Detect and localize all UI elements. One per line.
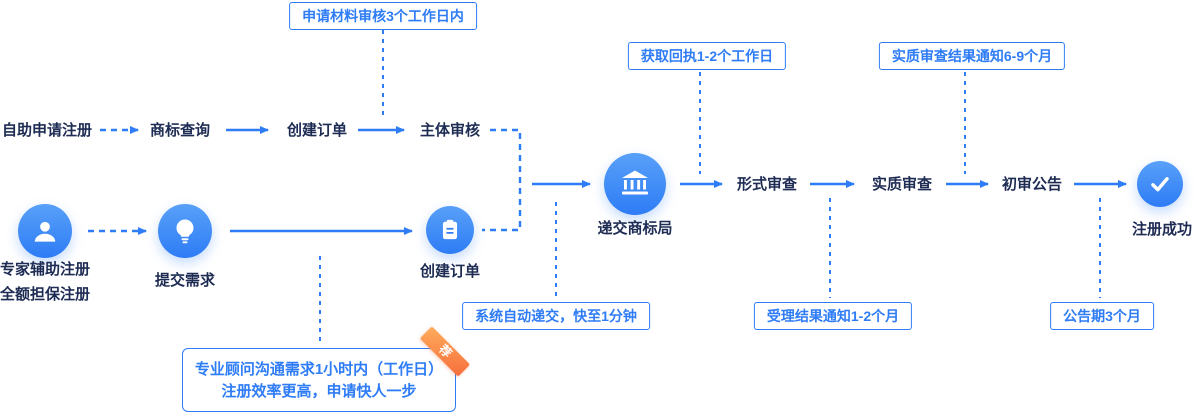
node-formal-review: 形式审查 bbox=[736, 176, 798, 193]
callout-material-review: 申请材料审核3个工作日内 bbox=[289, 2, 477, 30]
consultant-line2: 注册效率更高，申请快人一步 bbox=[221, 382, 417, 400]
node-trademark-search: 商标查询 bbox=[149, 122, 211, 139]
check-icon bbox=[1151, 177, 1169, 192]
dashed-merge-bracket bbox=[482, 128, 522, 232]
node-submit-request: 提交需求 bbox=[154, 272, 216, 289]
bank-icon bbox=[622, 170, 648, 195]
clipboard-icon bbox=[442, 219, 458, 240]
node-full-guarantee: 全额担保注册 bbox=[0, 286, 91, 303]
create-order-icon-circle bbox=[426, 206, 474, 254]
submit-request-icon-circle bbox=[158, 204, 212, 258]
node-register-success: 注册成功 bbox=[1131, 221, 1193, 238]
callout-auto-submit: 系统自动递交，快至1分钟 bbox=[462, 302, 650, 330]
node-create-order-top: 创建订单 bbox=[286, 122, 348, 139]
node-create-order-bottom: 创建订单 bbox=[419, 263, 481, 280]
node-preliminary-announcement: 初审公告 bbox=[1001, 176, 1063, 193]
expert-icon-circle bbox=[18, 204, 72, 258]
callout-consultant: 专业顾问沟通需求1小时内（工作日） 注册效率更高，申请快人一步 荐 bbox=[182, 326, 471, 412]
callout-receipt: 获取回执1-2个工作日 bbox=[627, 42, 787, 70]
success-icon-circle bbox=[1137, 161, 1183, 207]
trademark-office-icon-circle bbox=[604, 153, 666, 215]
node-expert-assist: 专家辅助注册 bbox=[0, 261, 91, 278]
node-submit-office: 递交商标局 bbox=[597, 220, 673, 237]
node-substantive-review: 实质审查 bbox=[871, 176, 933, 193]
callout-acceptance-notice: 受理结果通知1-2个月 bbox=[753, 302, 913, 330]
callout-substantive-result: 实质审查结果通知6-9个月 bbox=[878, 42, 1066, 70]
user-icon bbox=[34, 221, 56, 242]
consultant-line1: 专业顾问沟通需求1小时内（工作日） bbox=[194, 360, 444, 378]
node-subject-review: 主体审核 bbox=[419, 122, 481, 139]
node-self-service: 自助申请注册 bbox=[2, 122, 93, 139]
callout-announcement-period: 公告期3个月 bbox=[1050, 302, 1154, 330]
lightbulb-icon bbox=[176, 219, 194, 244]
